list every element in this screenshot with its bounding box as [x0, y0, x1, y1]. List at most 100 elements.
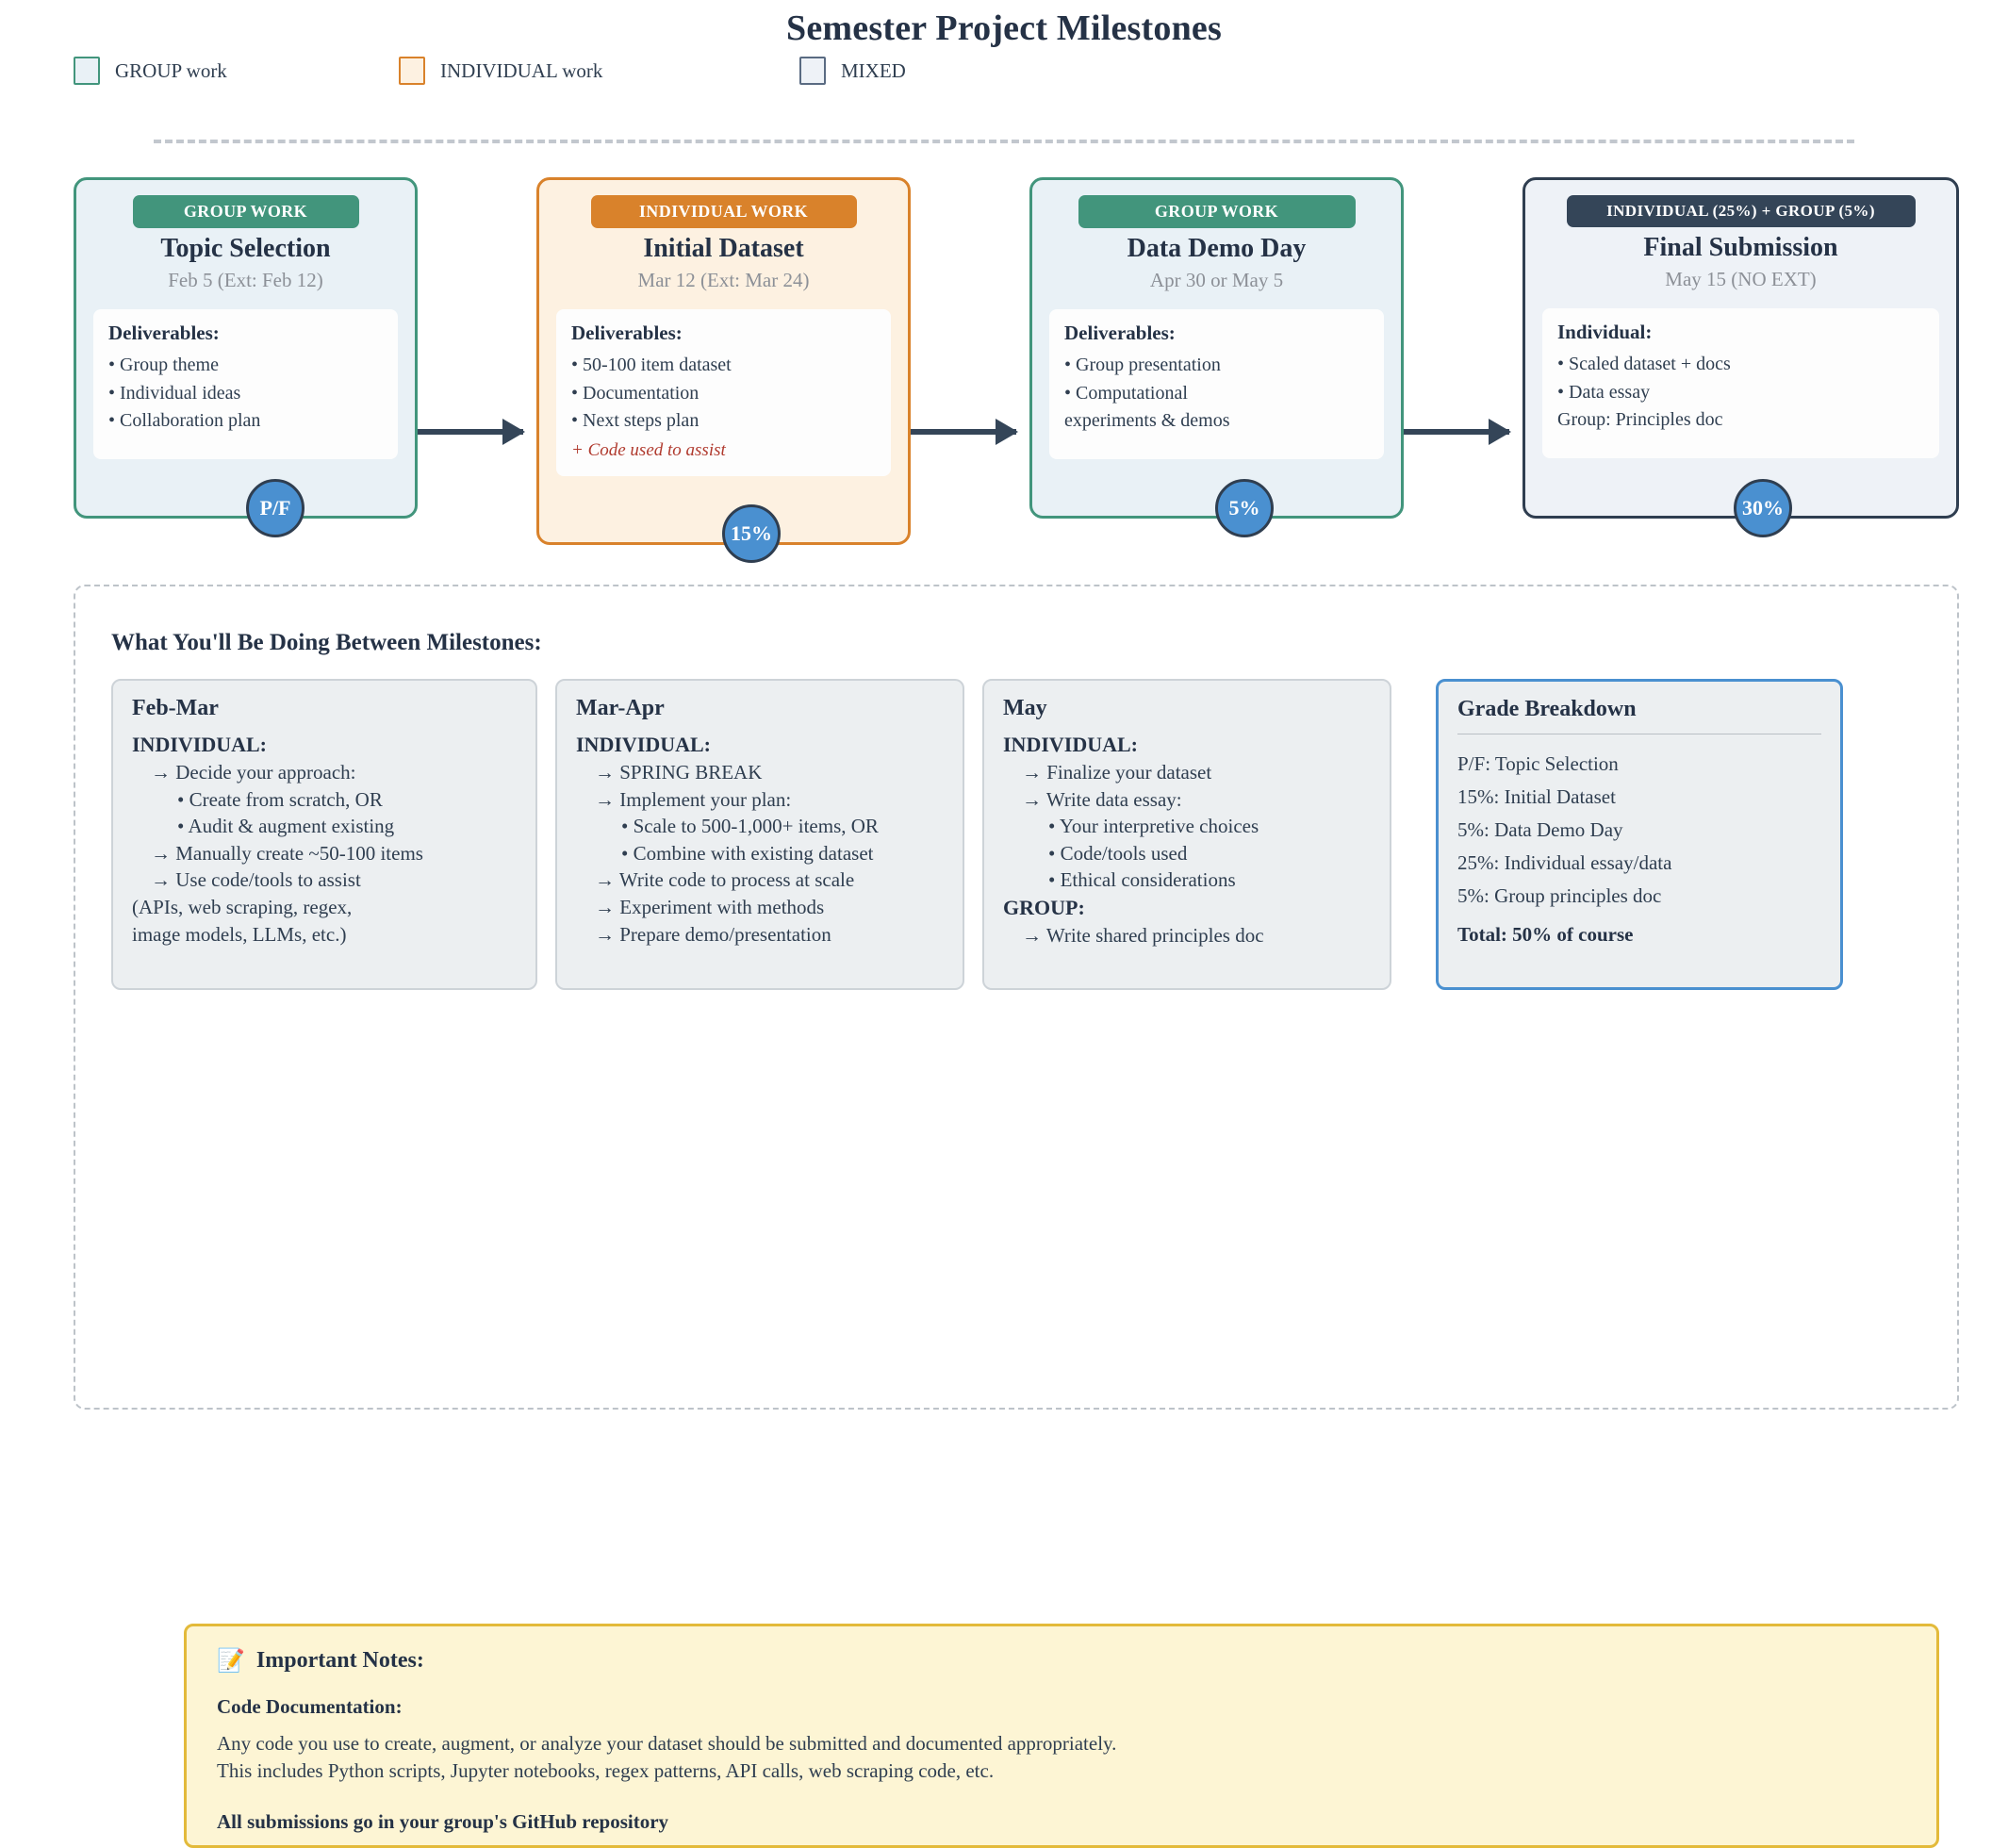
grade-line: 15%: Initial Dataset — [1457, 784, 1616, 808]
phase-line: image models, LLMs, etc.) — [132, 922, 347, 946]
legend-item-individual: INDIVIDUAL work — [399, 55, 602, 87]
grade-line: 5%: Data Demo Day — [1457, 817, 1623, 841]
code-documentation-label: Code Documentation: — [217, 1695, 403, 1718]
milestone-title: Final Submission — [1643, 233, 1838, 262]
phase-line: → Write shared principles doc — [1022, 924, 1264, 948]
grade-line: 25%: Individual essay/data — [1457, 850, 1672, 874]
deliverables-box: Deliverables: • 50-100 item dataset • Do… — [556, 309, 891, 476]
arrow-icon — [1404, 419, 1511, 445]
milestone-title: Data Demo Day — [1127, 234, 1307, 263]
legend-swatch-individual-icon — [399, 57, 425, 85]
deliverable-item: • Group theme — [108, 355, 219, 375]
legend: GROUP work INDIVIDUAL work MIXED — [74, 55, 1205, 87]
weight-badge-data-demo-day: 5% — [1215, 479, 1274, 537]
deliverable-item: • Collaboration plan — [108, 410, 261, 432]
phase-line: • Combine with existing dataset — [621, 841, 874, 865]
milestone-card-topic-selection[interactable]: GROUP WORK Topic Selection Feb 5 (Ext: F… — [74, 177, 418, 519]
deliverable-item: • 50-100 item dataset — [571, 355, 732, 375]
milestone-title: Initial Dataset — [643, 234, 804, 263]
memo-icon: 📝 — [217, 1649, 245, 1674]
deliverables-box: Deliverables: • Group presentation • Com… — [1049, 309, 1384, 459]
weight-badge-initial-dataset: 15% — [722, 504, 781, 563]
milestone-tag: GROUP WORK — [132, 195, 359, 228]
phase-line: • Create from scratch, OR — [177, 787, 383, 811]
deliverable-item: Group: Principles doc — [1557, 409, 1723, 431]
phase-card-may: May INDIVIDUAL: → Finalize your dataset … — [982, 679, 1391, 990]
phase-line: • Code/tools used — [1048, 841, 1188, 865]
phase-line: → Finalize your dataset — [1022, 761, 1212, 784]
important-notes-heading: 📝 Important Notes: — [217, 1647, 1906, 1675]
phase-title: Feb-Mar — [132, 696, 219, 720]
legend-item-mixed: MIXED — [799, 55, 906, 87]
weight-badge-topic-selection: P/F — [246, 479, 304, 537]
deliverables-heading: Deliverables: — [108, 322, 220, 344]
grade-breakdown-title: Grade Breakdown — [1457, 697, 1637, 721]
milestone-title: Topic Selection — [160, 234, 331, 263]
milestone-tag: INDIVIDUAL WORK — [590, 195, 857, 228]
deliverables-heading: Deliverables: — [1064, 322, 1176, 344]
deliverable-item: experiments & demos — [1064, 410, 1230, 432]
deliverables-heading: Deliverables: — [571, 322, 683, 344]
grade-line: 5%: Group principles doc — [1457, 883, 1662, 907]
phase-card-feb-mar: Feb-Mar INDIVIDUAL: → Decide your approa… — [111, 679, 537, 990]
deliverables-box: Individual: • Scaled dataset + docs • Da… — [1542, 308, 1939, 458]
legend-item-group: GROUP work — [74, 55, 227, 87]
phase-subheading: INDIVIDUAL: — [1003, 733, 1139, 756]
phase-line: → Experiment with methods — [595, 896, 825, 919]
deliverable-item: • Documentation — [571, 382, 700, 404]
legend-swatch-mixed-icon — [799, 57, 826, 85]
grade-breakdown-card: Grade Breakdown P/F: Topic Selection 15%… — [1436, 679, 1843, 990]
milestone-tag: INDIVIDUAL (25%) + GROUP (5%) — [1566, 195, 1916, 227]
milestone-date: Feb 5 (Ext: Feb 12) — [168, 269, 323, 291]
phase-line: → SPRING BREAK — [595, 761, 763, 784]
grade-total: Total: 50% of course — [1457, 923, 1634, 947]
important-notes-label: Important Notes: — [255, 1648, 424, 1673]
between-milestones-panel: What You'll Be Doing Between Milestones:… — [74, 585, 1959, 1848]
deliverable-item: • Data essay — [1557, 381, 1651, 403]
deliverable-item: • Computational — [1064, 382, 1188, 404]
phase-card-mar-apr: Mar-Apr INDIVIDUAL: → SPRING BREAK → Imp… — [555, 679, 964, 990]
legend-label-individual: INDIVIDUAL work — [440, 58, 603, 82]
phase-line: • Scale to 500-1,000+ items, OR — [621, 815, 879, 838]
milestone-card-initial-dataset[interactable]: INDIVIDUAL WORK Initial Dataset Mar 12 (… — [536, 177, 911, 545]
phase-subheading: INDIVIDUAL: — [576, 733, 712, 756]
notes-line: This includes Python scripts, Jupyter no… — [217, 1759, 995, 1783]
phase-line: → Write data essay: — [1022, 787, 1182, 811]
important-notes-box: 📝 Important Notes: Code Documentation: A… — [184, 1624, 1939, 1848]
phase-line: → Decide your approach: — [151, 761, 356, 784]
grade-line: P/F: Topic Selection — [1457, 752, 1619, 775]
milestone-card-final-submission[interactable]: INDIVIDUAL (25%) + GROUP (5%) Final Subm… — [1522, 177, 1959, 519]
milestone-date: Mar 12 (Ext: Mar 24) — [637, 269, 810, 291]
deliverable-item: • Individual ideas — [108, 382, 241, 404]
phase-line: → Implement your plan: — [595, 787, 792, 811]
legend-label-mixed: MIXED — [841, 58, 906, 82]
deliverables-box: Deliverables: • Group theme • Individual… — [93, 309, 398, 459]
deliverable-item: • Next steps plan — [571, 410, 700, 432]
deliverable-code-note: + Code used to assist — [571, 439, 726, 460]
milestone-date: Apr 30 or May 5 — [1149, 269, 1284, 291]
milestone-card-data-demo-day[interactable]: GROUP WORK Data Demo Day Apr 30 or May 5… — [1029, 177, 1404, 519]
phase-line: → Write code to process at scale — [595, 868, 855, 892]
phase-line: • Your interpretive choices — [1048, 815, 1259, 838]
notes-line: Any code you use to create, augment, or … — [217, 1732, 1117, 1755]
phase-subheading-group: GROUP: — [1003, 896, 1085, 920]
weight-badge-final-submission: 30% — [1734, 479, 1792, 537]
page-title: Semester Project Milestones — [786, 8, 1222, 48]
timeline-rail — [154, 140, 1854, 143]
between-milestones-title: What You'll Be Doing Between Milestones: — [111, 630, 542, 655]
phase-line: • Ethical considerations — [1048, 868, 1236, 892]
arrow-icon — [418, 419, 525, 445]
deliverable-item: • Scaled dataset + docs — [1557, 354, 1731, 374]
phase-subheading: INDIVIDUAL: — [132, 733, 268, 756]
milestone-date: May 15 (NO EXT) — [1665, 268, 1817, 290]
milestone-tag: GROUP WORK — [1078, 195, 1356, 228]
deliverables-heading: Individual: — [1557, 321, 1653, 343]
phase-line: (APIs, web scraping, regex, — [132, 896, 353, 919]
phase-title: May — [1003, 696, 1047, 720]
phase-line: → Use code/tools to assist — [151, 868, 361, 892]
legend-swatch-group-icon — [74, 57, 100, 85]
notes-footer: All submissions go in your group's GitHu… — [217, 1809, 669, 1833]
phase-line: → Prepare demo/presentation — [595, 922, 831, 946]
phase-title: Mar-Apr — [576, 696, 665, 720]
phase-line: → Manually create ~50-100 items — [151, 841, 423, 865]
